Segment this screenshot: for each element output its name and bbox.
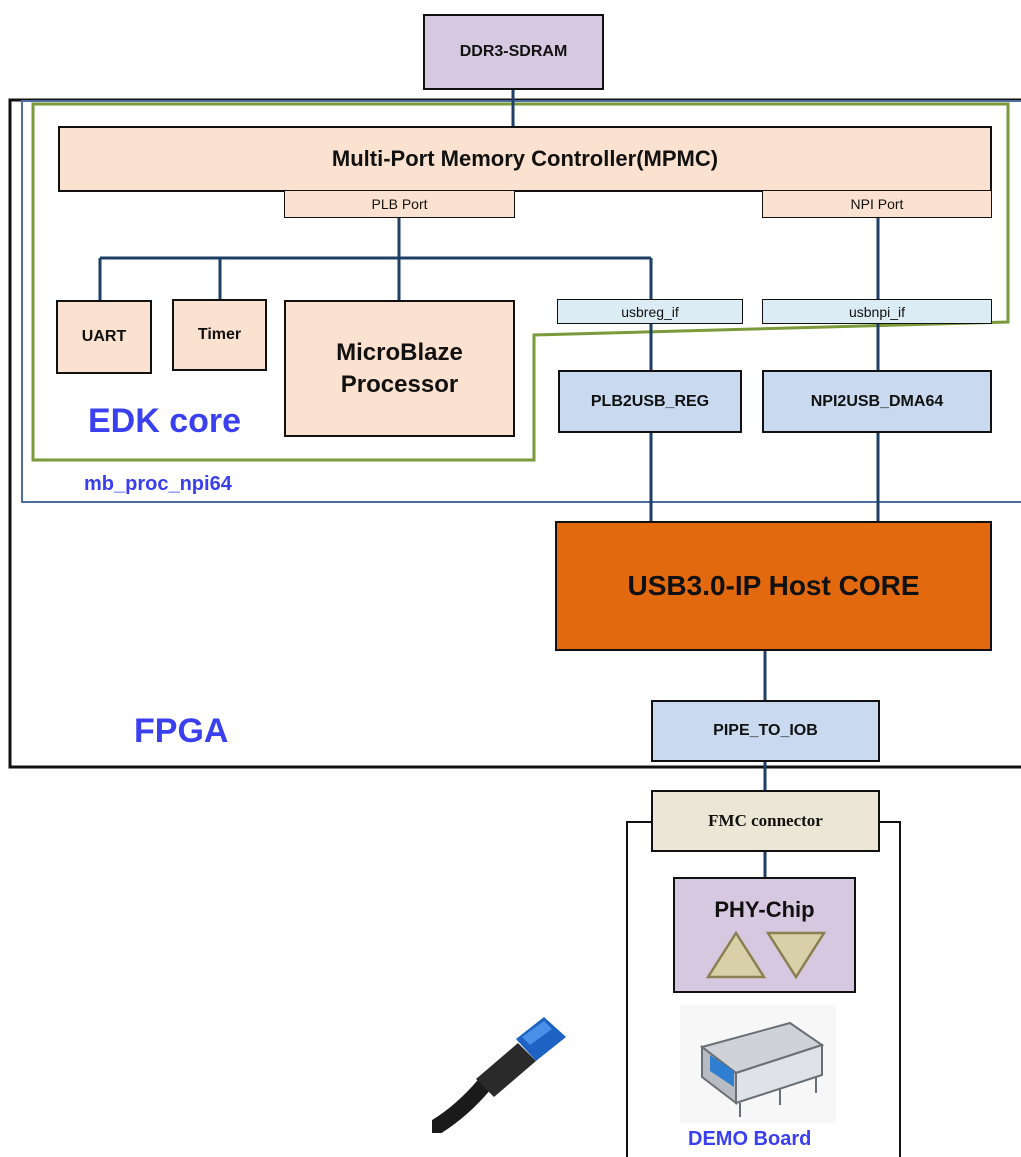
microblaze-label-line1: MicroBlaze [336,338,463,366]
ddr3-label: DDR3-SDRAM [459,43,568,60]
usb-cable-icon [432,1017,566,1133]
mpmc-label: Multi-Port Memory Controller(MPMC) [331,146,719,171]
usb-port-icon [680,1005,836,1123]
mb-proc-npi64-label: mb_proc_npi64 [84,473,232,495]
npi-port-label: NPI Port [850,196,904,212]
pipe-to-iob-block: PIPE_TO_IOB [651,700,880,762]
mpmc-block: Multi-Port Memory Controller(MPMC) [58,126,992,192]
uart-label: UART [81,328,127,345]
usbnpi-if-label: usbnpi_if [848,303,906,320]
ddr3-sdram-block: DDR3-SDRAM [423,14,604,90]
usbreg-if-block: usbreg_if [557,299,743,324]
plb2usb-reg-block: PLB2USB_REG [558,370,742,433]
edk-core-label: EDK core [88,402,242,440]
uart-block: UART [56,300,152,374]
triangle-down-icon [765,931,826,980]
timer-label: Timer [197,326,242,343]
usbnpi-if-block: usbnpi_if [762,299,992,324]
triangle-up-icon [705,930,766,979]
fmc-connector-label: FMC connector [708,811,823,830]
phy-chip-label: PHY-Chip [714,897,815,922]
microblaze-label-line2: Processor [340,370,459,398]
npi2usb-dma64-block: NPI2USB_DMA64 [762,370,992,433]
usb3-host-core-block: USB3.0-IP Host CORE [555,521,992,651]
npi2usb-dma64-label: NPI2USB_DMA64 [810,392,944,410]
plb-port-label: PLB Port [371,196,428,212]
microblaze-block: MicroBlaze Processor [284,300,515,437]
plb-port: PLB Port [284,190,515,218]
mb-proc-npi64-outline [21,100,1021,503]
demo-board-label: DEMO Board [688,1128,812,1150]
edk-core-outline [31,102,1010,462]
pipe-to-iob-label: PIPE_TO_IOB [713,722,818,739]
npi-port: NPI Port [762,190,992,218]
phy-triangles [705,930,826,980]
plb2usb-reg-label: PLB2USB_REG [590,392,710,410]
usbreg-if-label: usbreg_if [621,303,679,320]
timer-block: Timer [172,299,267,371]
usb3-host-core-label: USB3.0-IP Host CORE [627,570,920,601]
phy-chip-block: PHY-Chip [673,877,856,993]
fpga-label: FPGA [134,712,229,750]
fmc-connector-block: FMC connector [651,790,880,852]
